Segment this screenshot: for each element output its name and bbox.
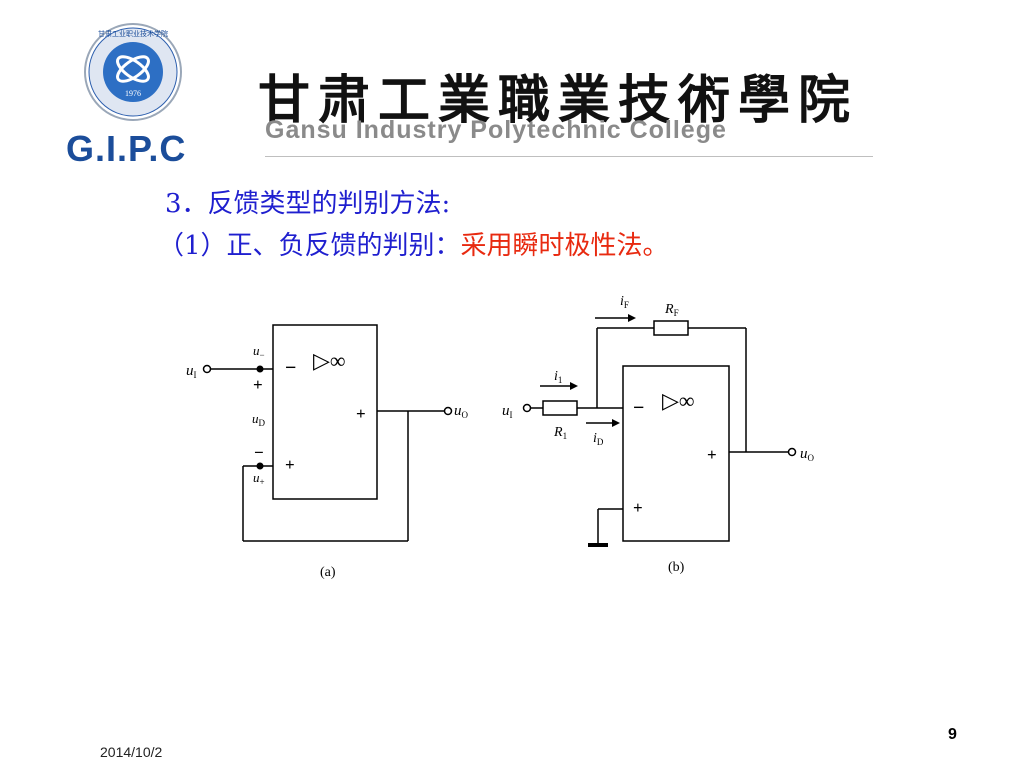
circuit-a-polarity-plus: +	[253, 375, 263, 394]
circuit-b-caption: (b)	[668, 560, 685, 575]
circuit-a-node-minus	[256, 365, 264, 373]
gipc-logo-text: G.I.P.C	[66, 128, 187, 169]
header-divider	[265, 156, 873, 157]
subheading-method: 采用瞬时极性法。	[460, 231, 669, 261]
circuit-b-if-label: iF	[620, 294, 629, 310]
circuit-a-out-sign: +	[356, 404, 366, 423]
circuit-b-ground-icon	[588, 543, 608, 547]
circuit-a-ud-label: uD	[252, 411, 266, 428]
seal-ring-text: 甘肃工业职业技术学院	[98, 29, 168, 38]
circuit-a-u-plus-label: u+	[253, 470, 265, 487]
slide-date: 2014/10/2	[100, 744, 163, 760]
circuit-b-input-terminal	[522, 403, 532, 413]
circuit-b-opamp-box	[622, 365, 730, 542]
college-name-chinese: 甘肃工業職業技術學院	[258, 70, 859, 131]
college-seal-logo: 1976 甘肃工业职业技术学院	[84, 23, 182, 121]
circuit-b-rf-label: RF	[664, 302, 679, 318]
circuit-b-arrowhead-if	[628, 314, 636, 322]
circuit-b-out-sign: +	[707, 445, 717, 464]
subheading-prefix: （1）正、负反馈的判别：	[158, 231, 461, 261]
circuit-b-resistor-rf	[653, 320, 689, 336]
circuit-a-caption: (a)	[320, 565, 336, 580]
circuit-a-opamp-symbol: ▷∞	[313, 348, 346, 373]
circuit-b-r1-label: R1	[553, 425, 567, 441]
circuit-b-i1-label: i1	[554, 369, 562, 385]
circuit-a-input-label: uI	[186, 363, 197, 380]
circuit-a-opamp-box	[272, 324, 378, 500]
circuit-b-noninv-sign: +	[633, 498, 643, 517]
section-heading: 3．反馈类型的判别方法:	[165, 189, 451, 219]
circuit-b-inv-sign: −	[633, 397, 644, 419]
circuit-b-output-label: uO	[800, 446, 815, 463]
circuit-b-id-label: iD	[593, 431, 604, 447]
circuit-b-opamp-symbol: ▷∞	[662, 388, 695, 413]
circuit-b-arrowhead-i1	[570, 382, 578, 390]
circuit-a-noninv-sign: +	[285, 455, 295, 474]
page-number: 9	[948, 726, 957, 743]
circuit-a-inv-sign: −	[285, 357, 296, 379]
circuit-b-input-label: uI	[502, 403, 513, 420]
circuit-a-u-minus-label: u−	[253, 343, 265, 360]
circuit-b-resistor-r1	[542, 400, 578, 416]
circuit-a-input-terminal	[202, 364, 212, 374]
circuit-a-node-plus	[256, 462, 264, 470]
circuit-b-output-terminal	[787, 447, 797, 457]
circuit-a-output-label: uO	[454, 403, 469, 420]
college-name-english: Gansu Industry Polytechnic College	[265, 116, 727, 144]
seal-year: 1976	[125, 89, 141, 98]
feedback-subheading: （1）正、负反馈的判别：采用瞬时极性法。	[158, 225, 669, 262]
circuit-a-polarity-minus: −	[254, 443, 264, 462]
circuit-a-output-terminal	[443, 406, 453, 416]
circuit-b-arrowhead-id	[612, 419, 620, 427]
